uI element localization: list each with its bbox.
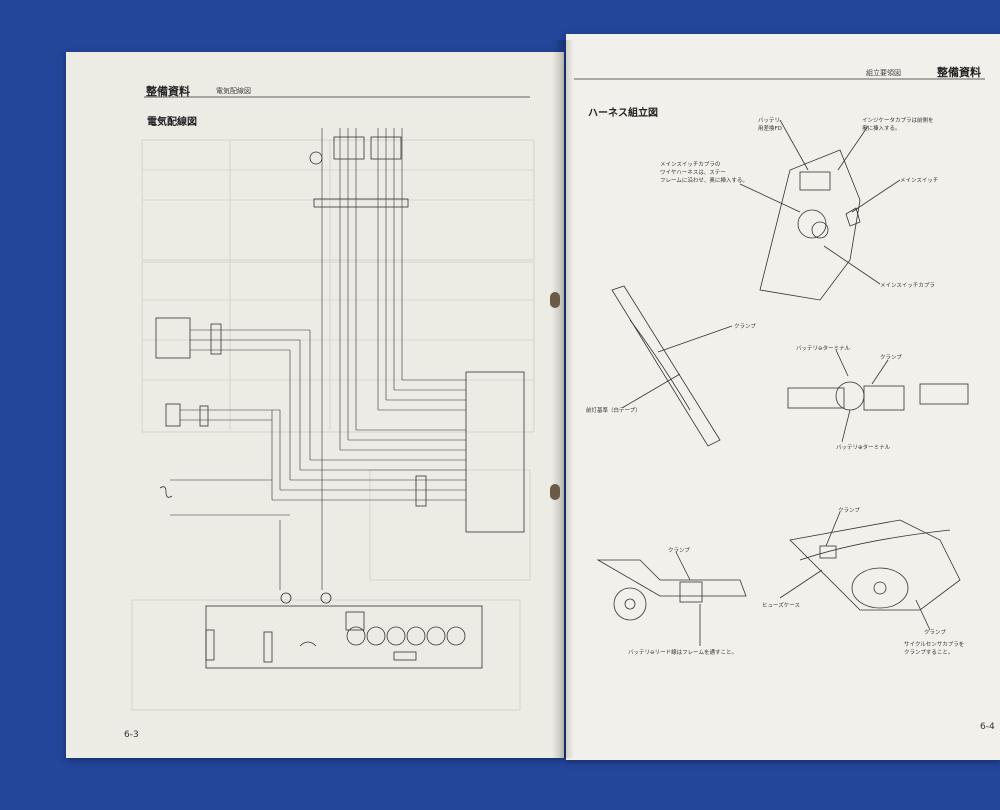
left-header: 整備資料 <box>146 85 190 98</box>
callout-clamp-3: クランプ <box>838 508 860 514</box>
right-header: 整備資料 <box>937 66 981 79</box>
callout-clamp-2: クランプ <box>880 355 902 361</box>
book-gutter <box>552 40 574 758</box>
battery-lead-frame <box>596 551 747 646</box>
callout-main-switch-coupler-harness: メインスイッチカプラの ワイヤハーネスは、ステー フレームに沿わせ、奥に挿入する… <box>660 162 748 184</box>
callout-clamp-1: クランプ <box>734 324 756 330</box>
callout-battery-minus-lead: バッテリ⊖リード線はフレームを通すこと。 <box>628 650 737 656</box>
staple-top <box>550 292 560 308</box>
right-section-title: ハーネス組立図 <box>588 108 658 119</box>
right-header-sub: 組立要領図 <box>866 69 901 77</box>
handlebar-harness <box>611 285 733 447</box>
callout-battery-plus-terminal: バッテリ⊕ターミナル <box>836 445 891 451</box>
callout-battery-fd: バッテリ 用差換FD <box>758 118 782 132</box>
callout-clamp-5: クランプ <box>924 630 946 636</box>
right-page <box>566 34 1000 760</box>
show-through-table <box>131 139 535 711</box>
callout-fuse-case: ヒューズケース <box>762 603 800 609</box>
main-switch-assembly <box>739 119 901 301</box>
wiring-diagram <box>155 128 525 669</box>
left-section-title: 電気配線図 <box>147 117 197 128</box>
callout-indicator-coupler: インジケータカプラは前側を 奥に挿入する。 <box>862 118 934 132</box>
battery-terminal-assembly <box>787 349 969 443</box>
engine-harness <box>779 511 961 631</box>
left-page-number: 6-3 <box>124 730 139 740</box>
callout-clamp-4: クランプ <box>668 548 690 554</box>
callout-main-switch: メインスイッチ <box>900 178 939 184</box>
callout-main-switch-coupler: メインスイッチカプラ <box>880 283 935 289</box>
left-page <box>66 52 564 758</box>
right-page-number: 6-4 <box>980 722 995 732</box>
staple-bottom <box>550 484 560 500</box>
callout-headlight-reference: 前灯基準（白テープ） <box>586 408 641 414</box>
callout-battery-minus-terminal: バッテリ⊖ターミナル <box>796 346 851 352</box>
callout-cycle-sensor-coupler: サイクルセンサカプラを クランプすること。 <box>904 642 965 656</box>
left-header-sub: 電気配線図 <box>216 87 251 95</box>
